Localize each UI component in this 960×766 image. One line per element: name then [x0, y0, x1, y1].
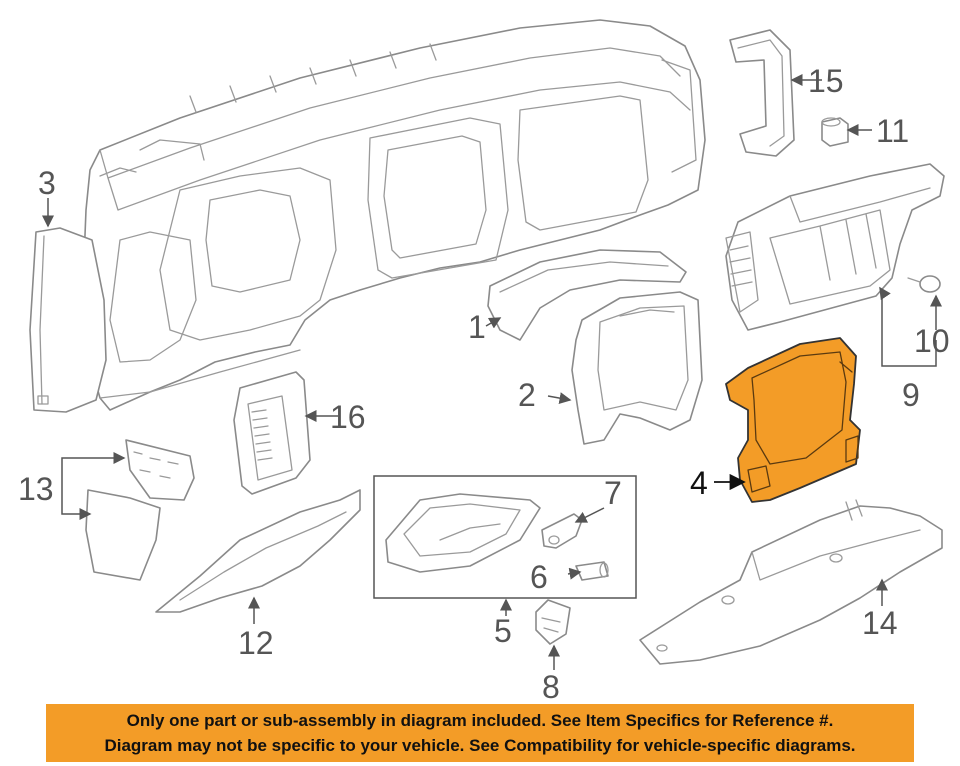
callout-12: 12 [238, 625, 274, 661]
callout-15: 15 [808, 63, 844, 99]
callout-labels: 1 2 3 4 5 6 7 8 9 10 11 12 13 14 15 16 [18, 63, 950, 700]
part-2-drawing [571, 291, 703, 445]
part-8-drawing [535, 599, 571, 645]
glove-box-drawing [725, 163, 945, 331]
part-10-drawing [907, 275, 941, 293]
callout-10: 10 [914, 323, 950, 359]
callout-16: 16 [330, 399, 366, 435]
part-5-group [373, 475, 637, 599]
callout-11: 11 [876, 113, 909, 149]
callout-9: 9 [902, 377, 920, 413]
callout-8: 8 [542, 669, 560, 700]
notice-banner: Only one part or sub-assembly in diagram… [46, 704, 914, 762]
callout-13: 13 [18, 471, 54, 507]
part-4-highlighted-shape[interactable] [725, 337, 861, 503]
callout-14: 14 [862, 605, 898, 641]
parts-diagram: 1 2 3 4 5 6 7 8 9 10 11 12 13 14 15 16 [18, 19, 950, 700]
notice-line-1: Only one part or sub-assembly in diagram… [126, 711, 834, 730]
part-4-drawing [725, 337, 861, 503]
part-13-drawing [85, 439, 195, 581]
callout-7: 7 [604, 475, 622, 511]
part-14-drawing [639, 499, 943, 665]
part-1-drawing [487, 249, 687, 341]
callout-6: 6 [530, 559, 548, 595]
part-16-drawing [233, 371, 311, 495]
callout-5: 5 [494, 613, 512, 649]
callout-3: 3 [38, 165, 56, 201]
notice-line-2: Diagram may not be specific to your vehi… [104, 736, 856, 755]
leader-lines [42, 74, 942, 670]
callout-1: 1 [468, 309, 486, 345]
instrument-panel-drawing [83, 19, 706, 411]
part-15-drawing [729, 29, 795, 157]
part-3-drawing [29, 227, 107, 413]
part-12-drawing [155, 489, 361, 613]
callout-2: 2 [518, 377, 536, 413]
part-11-drawing [821, 117, 849, 147]
callout-4: 4 [690, 465, 708, 501]
